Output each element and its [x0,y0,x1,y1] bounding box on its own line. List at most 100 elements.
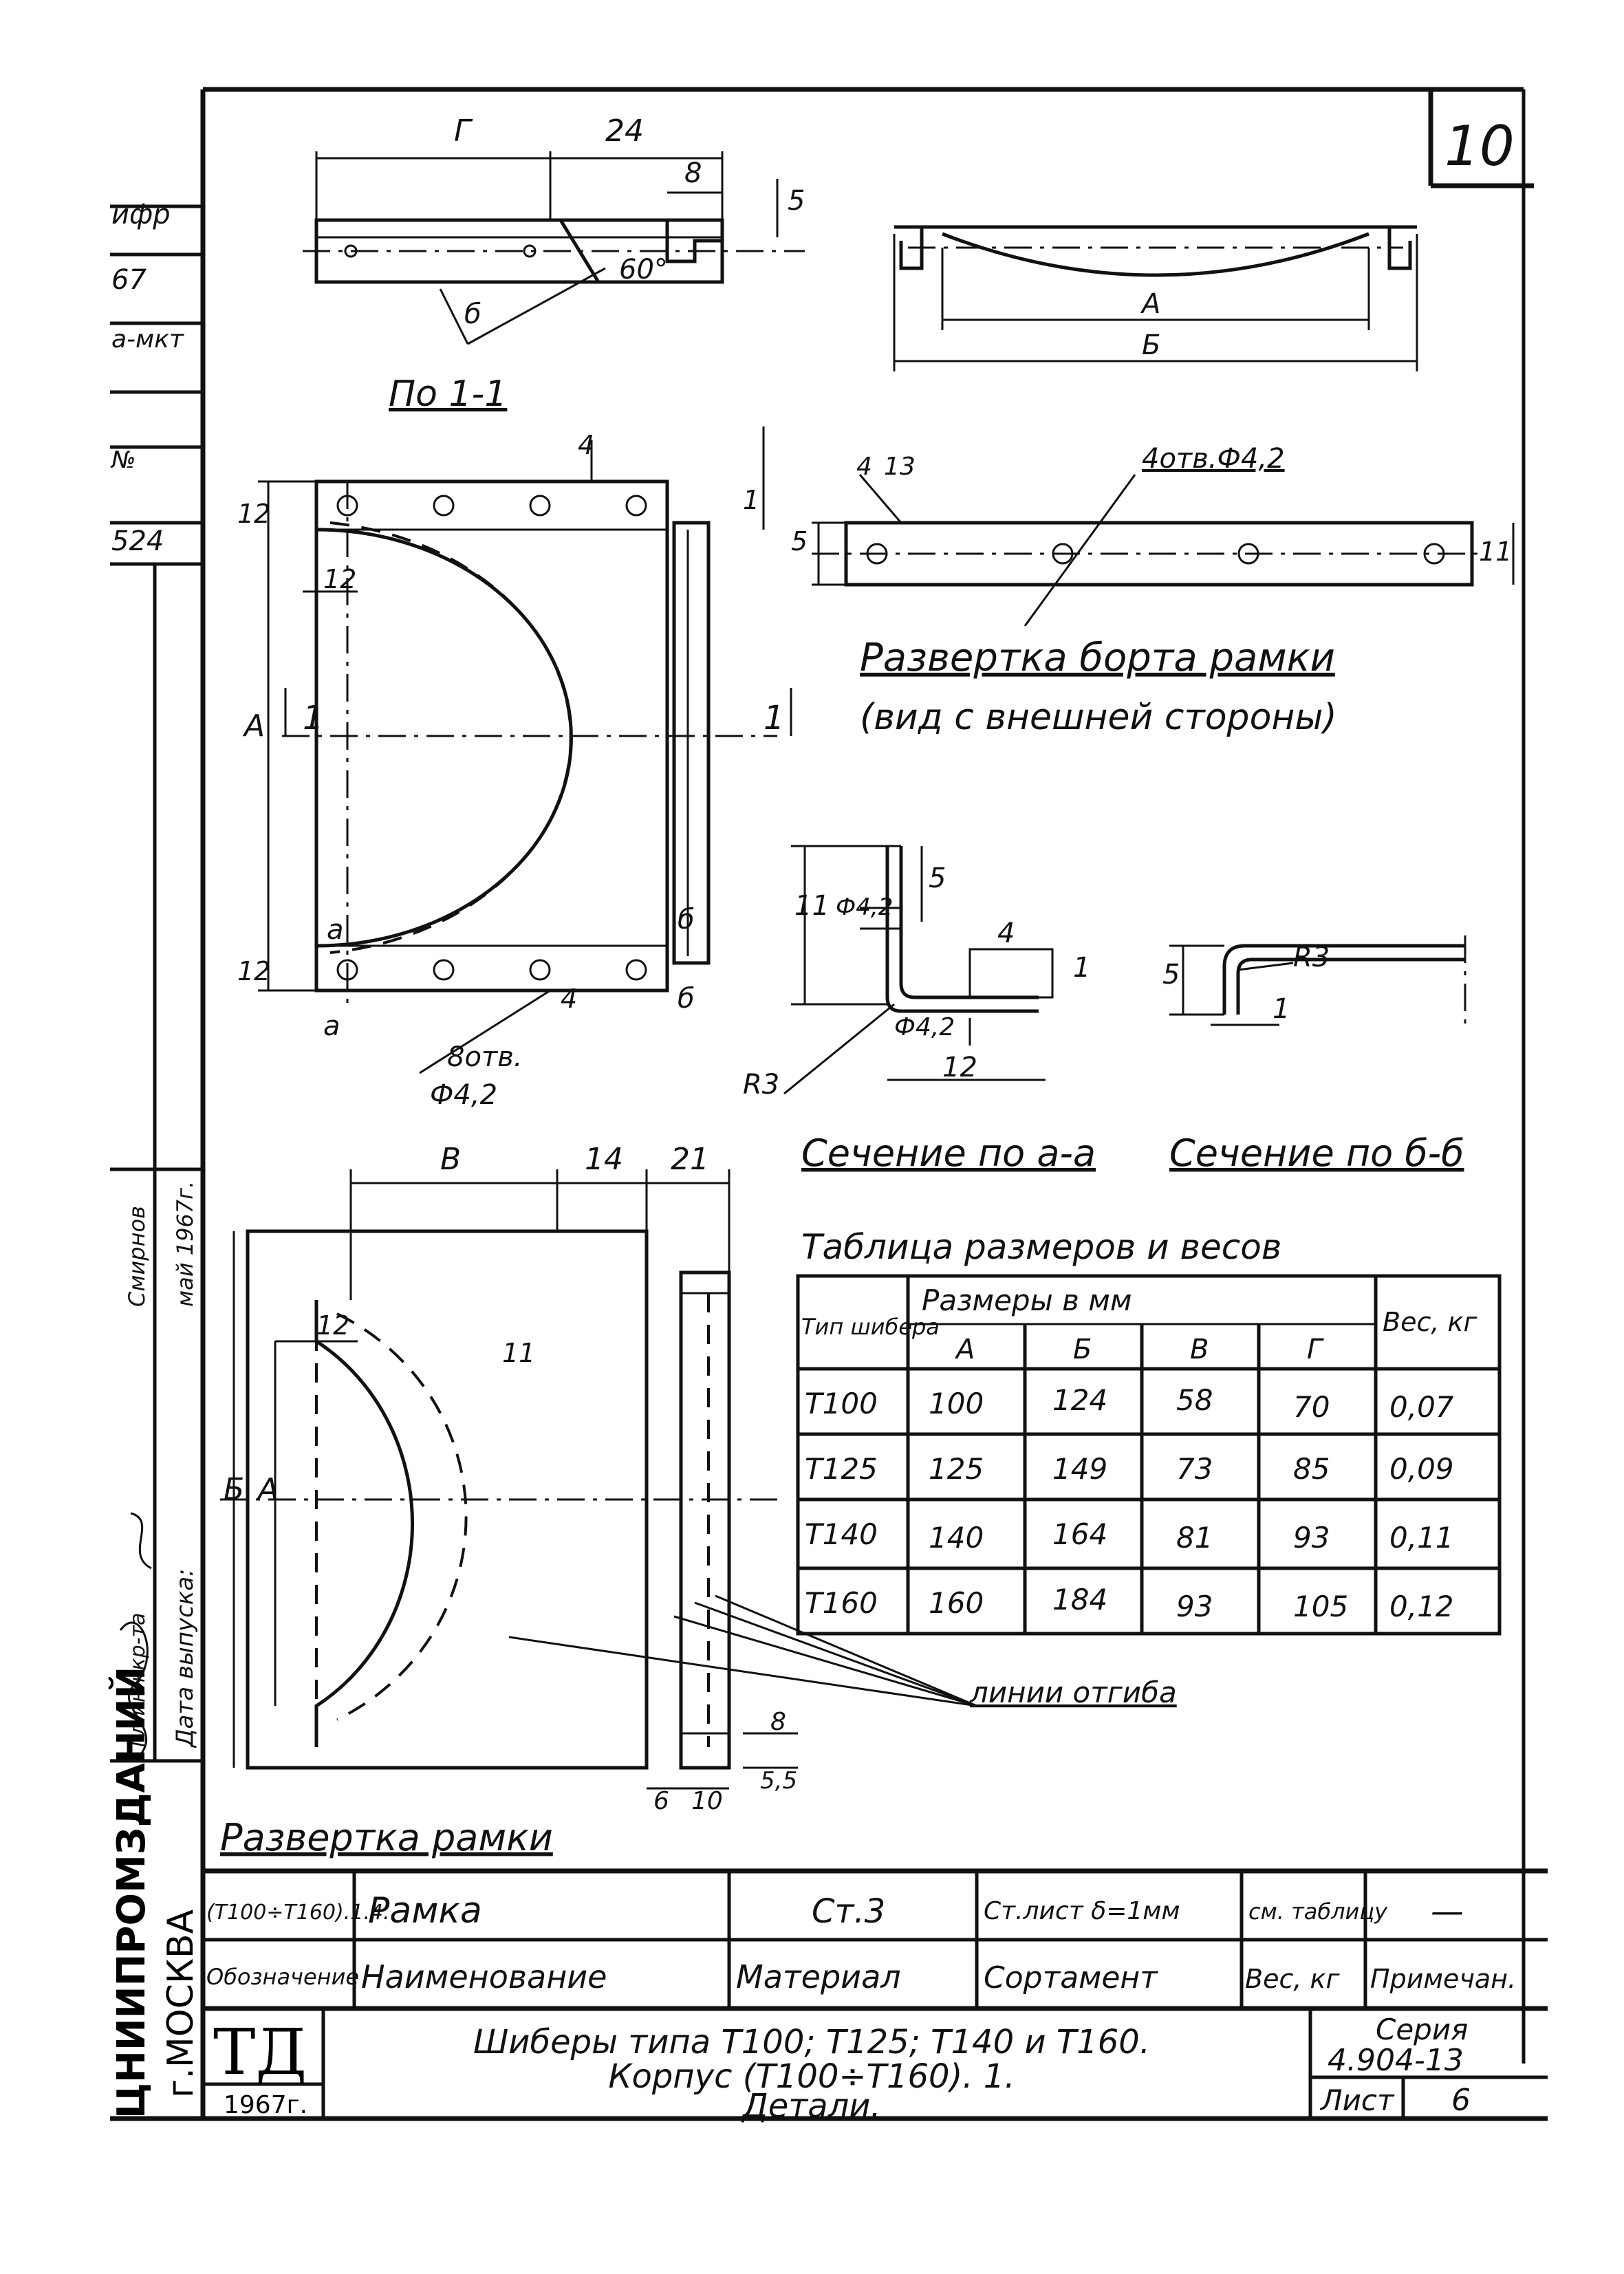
spec-assortment: Ст.лист δ=1мм [984,1897,1180,1925]
title-series-label: Серия [1376,2013,1468,2046]
sec11-label-b-bottom: б [678,983,695,1015]
table-cell-g: 70 [1293,1390,1330,1424]
sec-aa-dia-top: Ф4,2 [836,894,893,921]
strip-signature [119,1512,152,1755]
border-dim-11: 11 [1479,537,1512,567]
sec-bb-dim-5: 5 [1162,959,1180,990]
top-dim-g: Г [454,113,473,149]
section-aa-view [783,845,1054,1095]
table-cell-g: 105 [1293,1590,1348,1623]
top-right-side-view [893,225,1418,371]
sec11-mark-1-left: 1 [303,699,324,737]
top-dim-5: 5 [788,185,805,217]
spec-h-material: Материал [736,1958,901,1995]
top-right-dim-b: Б [1142,329,1160,361]
sec11-dim-4-bottom: 4 [561,984,577,1014]
title-line2: Корпус (Т100÷Т160). 1. [608,2057,1015,2096]
table-cell-w: 0,07 [1389,1390,1454,1424]
sec11-mark-1-right: 1 [764,699,785,737]
frame-dim-21: 21 [671,1142,709,1177]
table-cell-w: 0,09 [1389,1452,1454,1486]
sec-aa-dim-4: 4 [997,918,1015,949]
strip-fragment-4: № [110,446,136,474]
sheet-frame [110,87,1548,2121]
sec-aa-dim-12: 12 [942,1052,977,1083]
top-dim-24: 24 [605,113,644,149]
border-dim-13: 13 [884,453,916,481]
table-sub-v: В [1190,1334,1209,1365]
table-cell-b: 149 [1052,1452,1107,1486]
sec11-label-a-top: а [327,914,344,946]
frame-unfold-view [220,1169,977,1790]
title-year: 1967г. [224,2091,307,2119]
table-row: Т140 140 164 81 93 0,11 [805,1517,1454,1555]
table-cell-a: 100 [929,1387,984,1420]
sec-aa-title: Сечение по а-а [801,1131,1096,1175]
frame-dim-b: Б [224,1472,244,1507]
frame-dim-55: 5,5 [760,1767,797,1795]
title-sheet-label: Лист [1319,2083,1395,2117]
border-unfold-view [812,474,1515,627]
sec-bb-dim-1: 1 [1273,993,1290,1025]
border-dim-5: 5 [791,526,808,556]
title-line3: Детали. [741,2087,881,2125]
section-11-view [258,426,792,1074]
spec-h-designation: Обозначение [206,1964,359,1990]
table-cell-g: 85 [1293,1452,1330,1486]
strip-release-date: май 1967г. [172,1181,198,1307]
sec11-dim-a: А [242,708,265,744]
sec11-holes-count: 8отв. [447,1041,523,1073]
strip-fragment-3: а-мкт [111,325,184,354]
table-cell-g: 93 [1293,1521,1330,1555]
table-title: Таблица размеров и весов [801,1227,1281,1267]
border-dim-4: 4 [856,453,872,481]
table-cell-a: 160 [929,1586,984,1620]
sec-bb-radius: R3 [1293,942,1330,973]
spec-h-name: Наименование [361,1958,607,1995]
table-cell-w: 0,11 [1389,1521,1454,1555]
frame-dim-11: 11 [502,1338,535,1368]
title-block [203,2008,1548,2119]
table-col-type: Тип шибера [801,1314,940,1340]
frame-dim-10: 10 [691,1787,723,1815]
title-line1: Шиберы типа Т100; Т125; Т140 и Т160. [473,2023,1150,2061]
table-cell-a: 140 [929,1521,984,1555]
table-cell-type: Т160 [805,1586,878,1620]
table-sub-g: Г [1307,1334,1324,1365]
sec11-label-a-bottom: а [323,1010,340,1042]
sheet-number: 10 [1444,114,1515,178]
spec-weight: см. таблицу [1248,1898,1388,1925]
spec-h-note: Примечан. [1370,1964,1516,1994]
title-logo: ТД [213,2015,307,2089]
strip-fragment-5: 524 [111,526,164,557]
strip-fragment-2: 67 [111,264,147,296]
spec-h-assortment: Сортамент [984,1960,1158,1995]
sec-aa-dim-5: 5 [929,863,946,894]
sec-aa-dim-11: 11 [794,890,830,922]
strip-org: ЦНИИПРОМЗДАНИЙ [109,1667,154,2119]
top-angle: 60° [619,254,668,285]
sec11-dim-12-bottom: 12 [237,956,270,986]
frame-dim-8: 8 [770,1708,786,1736]
left-strip [110,204,203,1763]
strip-fragment-1: ифр [111,199,171,230]
top-right-dim-a: А [1140,288,1160,320]
frame-dim-12: 12 [316,1310,349,1341]
strip-signature-name: Смирнов [124,1206,150,1307]
top-dim-b-small: б [464,299,481,330]
table-cell-type: Т125 [805,1452,878,1486]
section-11-title: По 1-1 [389,373,507,415]
table-cell-w: 0,12 [1389,1590,1454,1623]
table-cell-b: 164 [1052,1517,1107,1551]
sec11-dim-12-top: 12 [237,499,270,529]
sec11-label-b-top: б [678,904,695,935]
title-sheet-value: 6 [1451,2083,1471,2118]
border-subtitle: (вид с внешней стороны) [860,697,1337,738]
spec-table [203,1868,1548,2011]
frame-dim-6: 6 [653,1787,669,1815]
table-cell-type: Т100 [805,1387,878,1420]
table-cell-v: 93 [1176,1590,1213,1623]
top-profile-view [303,151,805,345]
title-series-value: 4.904-13 [1328,2043,1464,2078]
section-bb-view [1169,935,1466,1032]
